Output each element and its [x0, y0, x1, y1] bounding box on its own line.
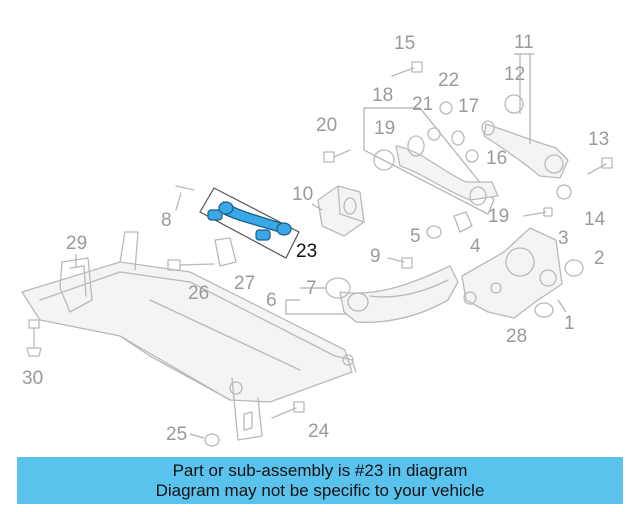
- banner-line-1: Part or sub-assembly is #23 in diagram: [172, 460, 468, 480]
- callout-6: 6: [266, 290, 277, 311]
- callout-4: 4: [470, 236, 481, 257]
- part-18-upper-arm: [363, 107, 499, 215]
- part-30-bolt: [26, 319, 42, 357]
- part-3-bolt: [523, 207, 553, 217]
- callout-21: 21: [412, 94, 433, 115]
- callout-1: 1: [564, 313, 575, 334]
- callout-20: 20: [316, 115, 337, 136]
- callout-23: 23: [296, 241, 317, 262]
- part-4-bracket: [453, 211, 473, 233]
- part-23-lateral-link: [199, 187, 300, 259]
- callout-11: 11: [514, 32, 534, 53]
- banner-line-2: Diagram may not be specific to your vehi…: [155, 480, 485, 500]
- part-27-bracket: [214, 237, 237, 267]
- callout-27: 27: [234, 273, 255, 294]
- callout-19a: 19: [374, 118, 395, 139]
- part-8-bolt: [175, 185, 195, 211]
- callout-29: 29: [66, 233, 87, 254]
- part-6-lower-control-arm: [325, 265, 459, 323]
- part-15-bolt: [391, 61, 423, 77]
- part-2-bushing: [564, 259, 584, 277]
- info-banner: Part or sub-assembly is #23 in diagram D…: [17, 457, 623, 504]
- rear-subframe: [21, 231, 357, 441]
- part-22-nut: [439, 101, 453, 115]
- callout-17: 17: [458, 96, 479, 117]
- callout-30: 30: [22, 368, 43, 389]
- part-21-washer: [427, 127, 441, 141]
- part-12-bushing: [504, 94, 524, 114]
- part-16-washer: [465, 149, 479, 163]
- part-14-bushing: [556, 184, 572, 200]
- part-13-bolt: [587, 157, 613, 175]
- parts-diagram: 30 29 8 26 27 23 10 9: [21, 32, 613, 447]
- callout-16: 16: [486, 148, 507, 169]
- callout-2: 2: [594, 248, 605, 269]
- part-24-bolt: [271, 401, 305, 419]
- callout-24: 24: [308, 421, 330, 442]
- callout-18: 18: [372, 85, 393, 106]
- callout-8: 8: [161, 210, 172, 231]
- callout-5: 5: [410, 226, 421, 247]
- part-5-bushing: [426, 225, 442, 239]
- callout-15: 15: [394, 33, 415, 54]
- callout-10: 10: [292, 184, 313, 205]
- callout-9: 9: [370, 246, 381, 267]
- part-20-bolt: [323, 149, 351, 163]
- callout-25: 25: [166, 424, 187, 445]
- part-17-bushing: [451, 130, 465, 146]
- part-10-mount: [317, 185, 365, 237]
- part-1-knuckle: [461, 227, 563, 319]
- callout-26: 26: [188, 283, 209, 304]
- part-9-bolt: [387, 257, 413, 269]
- callout-13: 13: [588, 129, 609, 150]
- part-28-bushing: [534, 302, 554, 318]
- callout-3: 3: [558, 228, 569, 249]
- callout-14: 14: [584, 209, 606, 230]
- part-26-bolt: [167, 259, 215, 271]
- callout-28: 28: [506, 326, 527, 347]
- part-11-trailing-arm: [481, 120, 569, 179]
- callout-22: 22: [438, 70, 459, 91]
- callout-12: 12: [504, 64, 525, 85]
- callout-19b: 19: [488, 206, 509, 227]
- part-25-bushing: [204, 433, 220, 447]
